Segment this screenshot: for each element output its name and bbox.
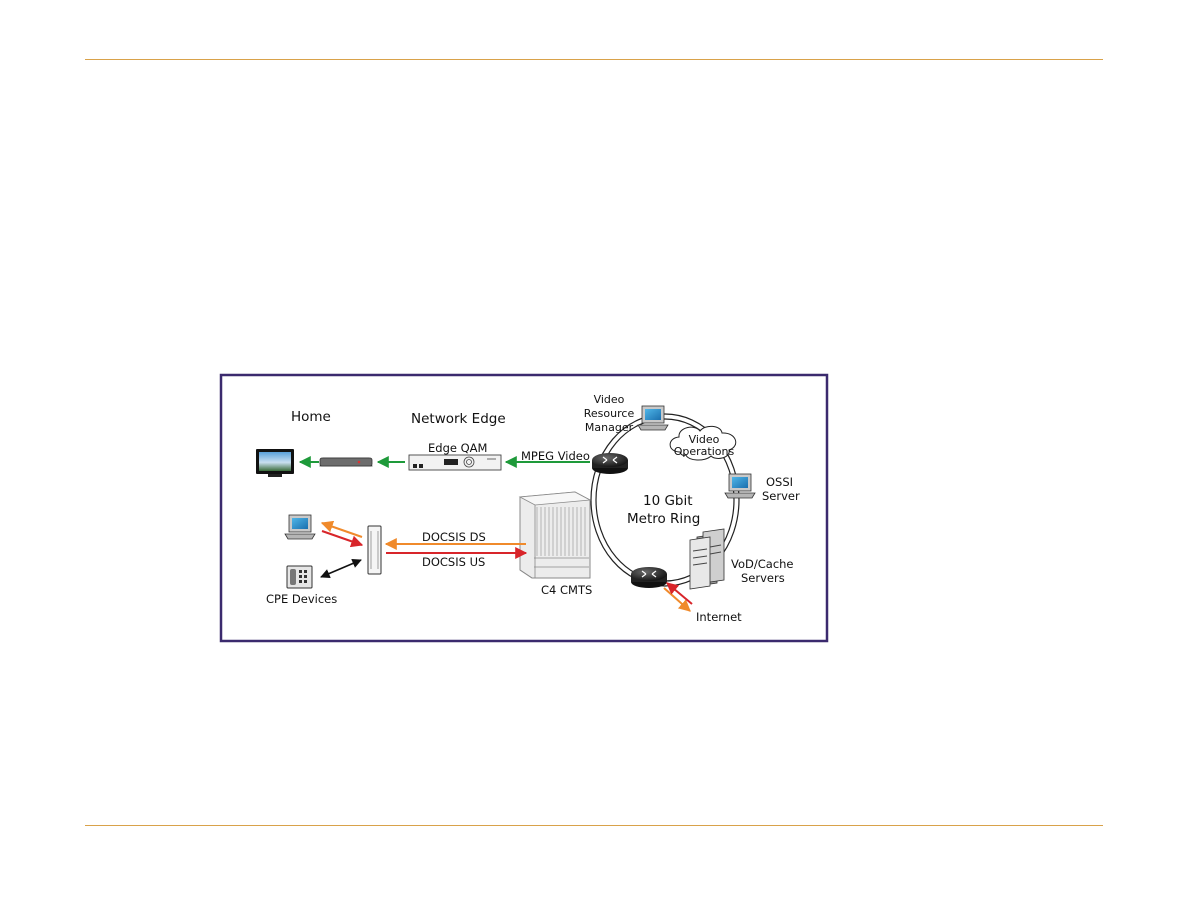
computer-icon (724, 473, 756, 499)
vrm-label-line1: Video (594, 393, 625, 406)
footer-rule (85, 825, 1103, 826)
video-operations-line1: Video (689, 433, 720, 446)
ossi-label-line1: OSSI (766, 475, 793, 489)
phone-modem-arrow (320, 558, 362, 579)
c4-cmts-label: C4 CMTS (541, 583, 592, 597)
cpe-devices-label: CPE Devices (266, 592, 337, 606)
vod-label-line2: Servers (741, 571, 785, 585)
vrm-label-line2: Resource (584, 407, 635, 420)
cmts-chassis-icon (518, 491, 592, 579)
router-icon (631, 567, 667, 588)
metro-ring-label-line2: Metro Ring (627, 511, 700, 527)
video-operations-line2: Operations (674, 445, 735, 458)
cpe-downstream-arrow (320, 520, 363, 538)
internet-label: Internet (696, 610, 742, 624)
set-top-box-icon (319, 457, 373, 467)
header-rule (85, 59, 1103, 60)
tv-icon (256, 449, 294, 477)
cpe-upstream-arrow (321, 530, 364, 548)
mpeg-video-label: MPEG Video (521, 449, 590, 463)
computer-icon (284, 514, 316, 540)
docsis-ds-label: DOCSIS DS (422, 530, 486, 544)
cloud-icon (669, 425, 737, 461)
ossi-label-line2: Server (762, 489, 800, 503)
home-heading: Home (291, 409, 331, 425)
metro-ring-label-line1: 10 Gbit (643, 493, 693, 509)
vrm-label-line3: Manager (585, 421, 634, 434)
docsis-us-label: DOCSIS US (422, 555, 485, 569)
network-edge-heading: Network Edge (411, 411, 506, 427)
edge-qam-icon (408, 454, 502, 471)
telephone-icon (286, 565, 313, 589)
server-icon (689, 528, 725, 590)
cable-modem-icon (367, 525, 382, 575)
edge-qam-label: Edge QAM (428, 441, 487, 455)
computer-icon (637, 405, 669, 431)
internet-upstream-arrow (666, 582, 693, 605)
router-icon (592, 453, 628, 474)
vod-label-line1: VoD/Cache (731, 557, 794, 571)
